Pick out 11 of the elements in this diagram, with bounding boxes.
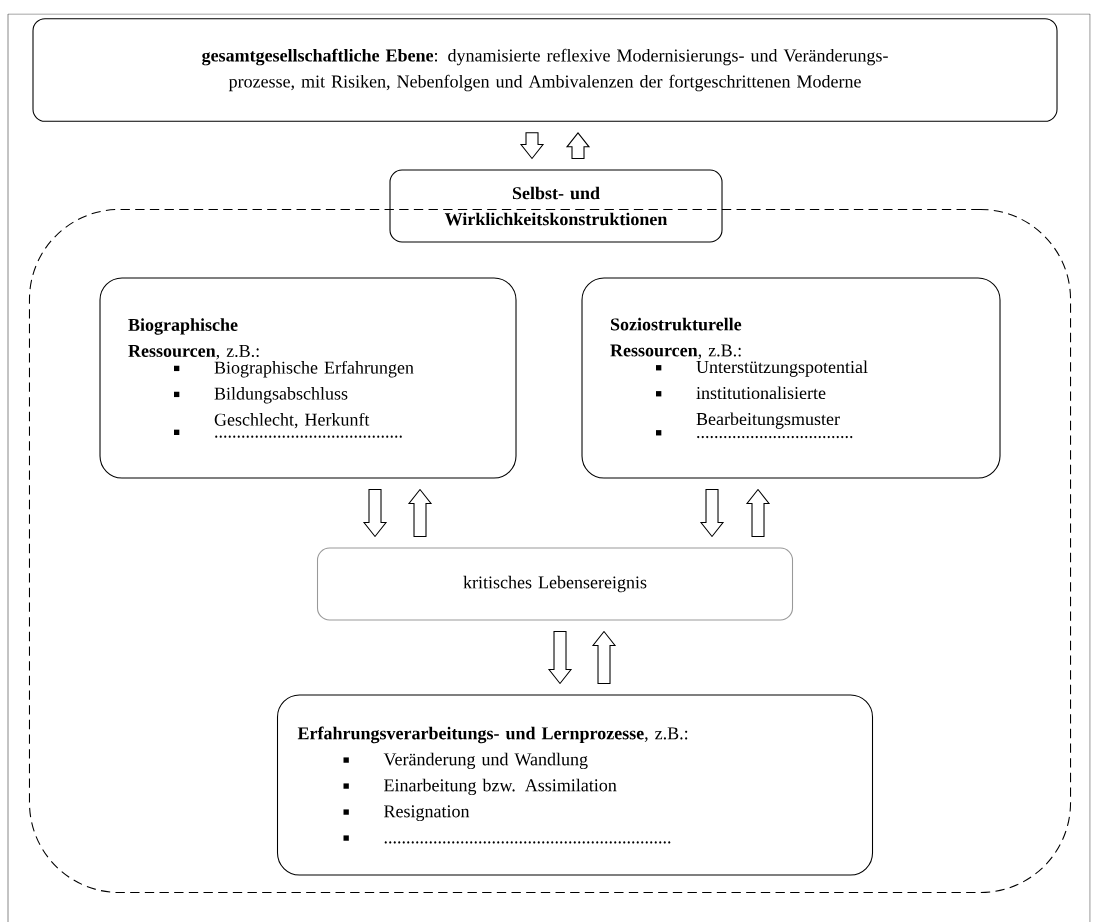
rounded-box: Biographische Ressourcen, z.B.: Biographische Erfahrungen Bildungsabschluss Geschlecht, Herkunft .......................................... [99,277,517,479]
rounded-box: Erfahrungsverarbeitungs- und Lernprozesse, z.B.: Veränderung und Wandlung Einarbeitung bzw. Assimilation Resignation ................................................................ [276,694,874,876]
hollow-arrow [362,489,388,538]
rounded-box: kritisches Lebensereignis [316,547,794,621]
dashed-region [28,208,1072,894]
rounded-box: Selbst- und Wirklichkeitskonstruktionen [389,169,723,243]
hollow-arrow [547,631,573,685]
rounded-box: Soziostrukturelle Ressourcen, z.B.: Unterstützungspotential institutionalisierte Bearbeitungsmuster ................................... [581,277,1001,479]
rounded-box: gesamtgesellschaftliche Ebene: dynamisierte reflexive Modernisierungs- und Veränderungs-prozesse, mit Risiken, Nebenfolgen und Ambivalenzen der fortgeschrittenen Moderne [32,18,1058,122]
hollow-arrow [699,489,725,538]
hollow-arrow [519,132,545,160]
